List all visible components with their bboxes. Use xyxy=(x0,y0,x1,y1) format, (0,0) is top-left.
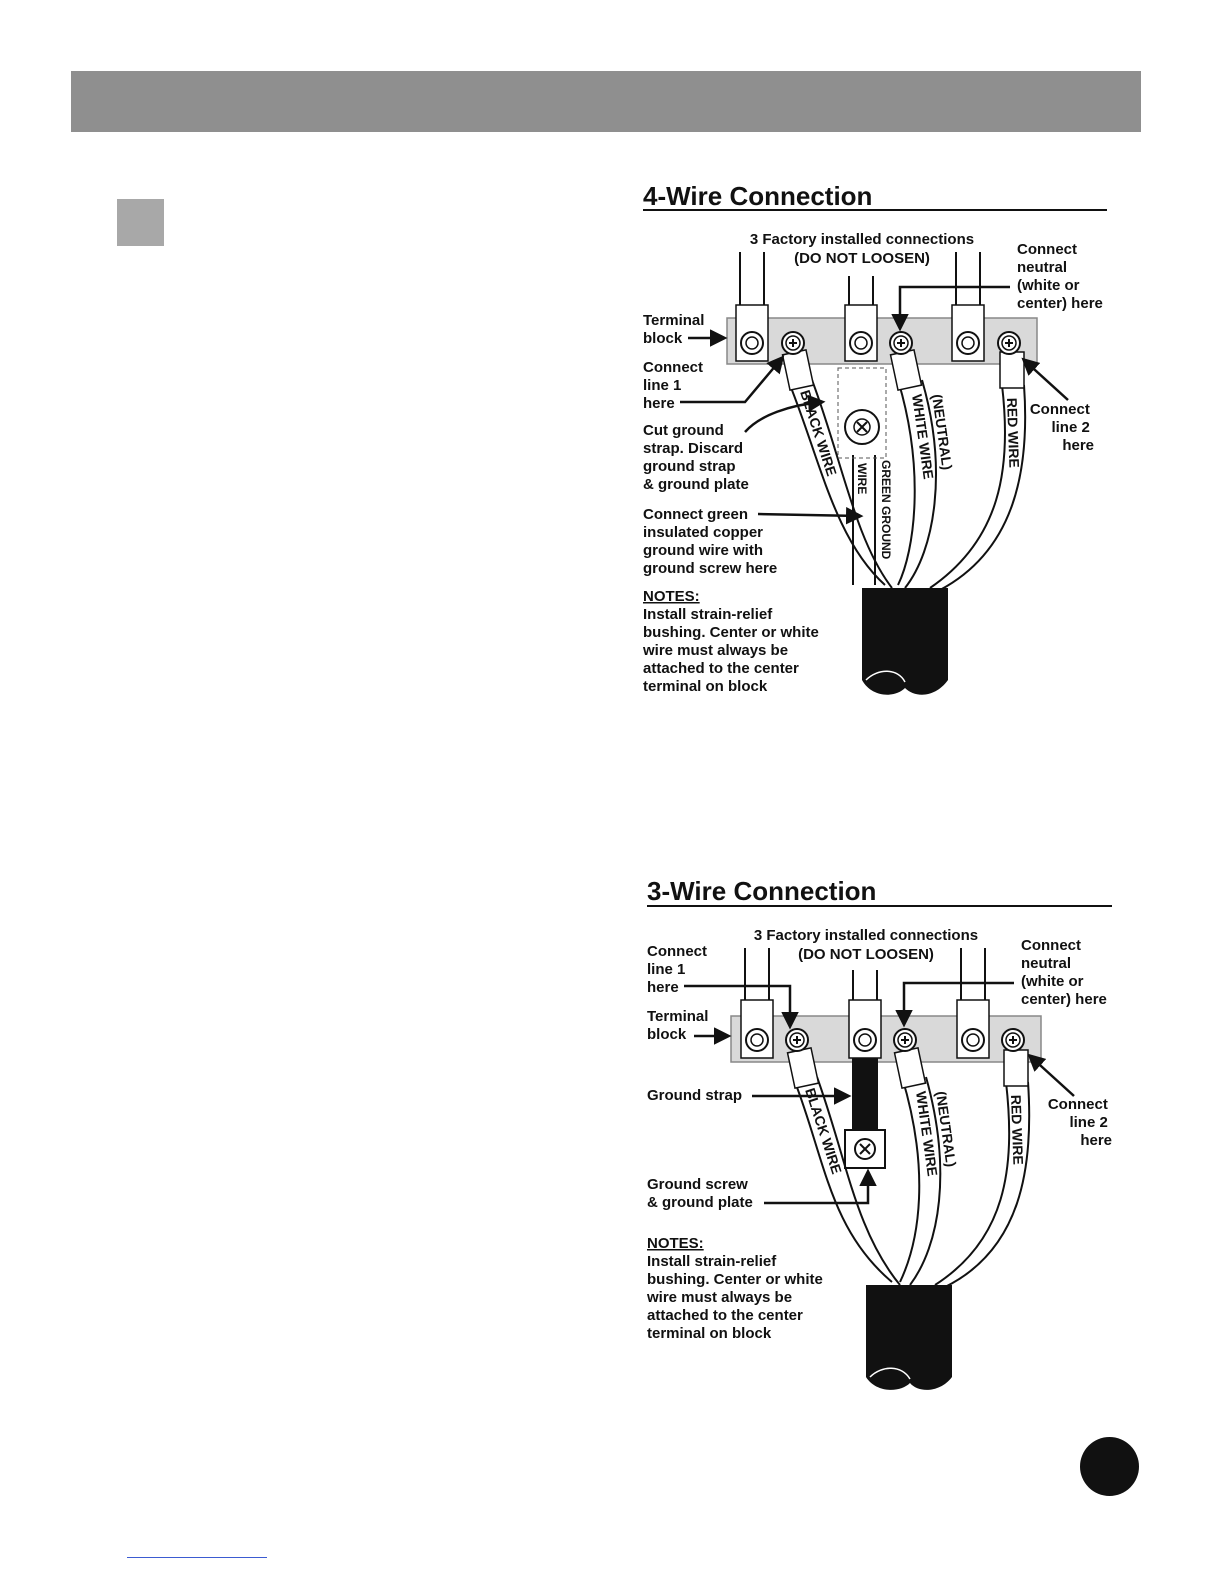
terminal-block-label-4: Terminal block xyxy=(643,312,709,347)
ground-screw-label-3: Ground screw & ground plate xyxy=(647,1176,753,1211)
terminal-screw xyxy=(961,1028,985,1052)
neutral-screw-3 xyxy=(893,1028,917,1052)
black-wire-label-3: BLACK WIRE xyxy=(802,1086,845,1176)
terminal-block-3 xyxy=(730,1015,1042,1063)
notes-title-3: NOTES: xyxy=(647,1235,704,1252)
connect-line1-label-3: Connect line 1 here xyxy=(647,943,711,996)
wires-3 xyxy=(794,1076,1031,1288)
terminal-block-4 xyxy=(726,317,1038,365)
cable-3 xyxy=(866,1285,952,1390)
connect-line1-label-4: Connect line 1 here xyxy=(643,359,707,412)
connect-green-label-4: Connect green insulated copper ground wi… xyxy=(643,506,777,577)
factory-label-3: 3 Factory installed connections xyxy=(754,927,978,944)
connect-neutral-label-4: Connect neutral (white or center) here xyxy=(1017,241,1103,312)
do-not-loosen-4: (DO NOT LOOSEN) xyxy=(794,250,930,267)
terminal-screw xyxy=(745,1028,769,1052)
line1-screw-3 xyxy=(785,1028,809,1052)
terminal-screw xyxy=(740,331,764,355)
terminal-screw xyxy=(956,331,980,355)
red-wire-label-3: RED WIRE xyxy=(1008,1095,1026,1166)
line2-screw-4 xyxy=(997,331,1021,355)
terminal-screw xyxy=(853,1028,877,1052)
wire-label-4: WIRE xyxy=(855,463,869,494)
neutral-screw-4 xyxy=(889,331,913,355)
ground-strap-outline xyxy=(837,367,887,459)
green-ground-label-4: GREEN GROUND xyxy=(879,460,893,560)
factory-wires-4 xyxy=(739,252,981,306)
notes-text-4: Install strain-relief bushing. Center or… xyxy=(642,606,823,695)
footer-link-underline xyxy=(127,1557,267,1558)
ground-strap-label-3: Ground strap xyxy=(647,1087,742,1104)
three-wire-diagram: 3-Wire Connection 3 Factory installed co… xyxy=(646,876,1112,1390)
cut-ground-label-4: Cut ground strap. Discard ground strap &… xyxy=(643,422,749,493)
line2-screw-3 xyxy=(1001,1028,1025,1052)
four-wire-diagram: 4-Wire Connection 3 Factory installed co… xyxy=(642,181,1107,695)
line1-screw-4 xyxy=(781,331,805,355)
connect-neutral-label-3: Connect neutral (white or center) here xyxy=(1021,937,1107,1008)
terminal-screw xyxy=(849,331,873,355)
notes-title-4: NOTES: xyxy=(643,588,700,605)
red-wire-label-4: RED WIRE xyxy=(1004,398,1022,469)
four-wire-title: 4-Wire Connection xyxy=(643,181,872,211)
header-bar xyxy=(71,71,1141,132)
factory-wires-3 xyxy=(744,948,986,1000)
terminal-block-label-3: Terminal block xyxy=(647,1008,713,1043)
do-not-loosen-3: (DO NOT LOOSEN) xyxy=(798,946,934,963)
page-number-badge xyxy=(1080,1437,1139,1496)
factory-label-4: 3 Factory installed connections xyxy=(750,231,974,248)
cable-4 xyxy=(862,588,948,695)
wires-4 xyxy=(789,379,1027,591)
notes-text-3: Install strain-relief bushing. Center or… xyxy=(646,1253,827,1342)
connect-line2-label-4: Connect line 2 here xyxy=(1030,401,1094,454)
connect-line2-label-3: Connect line 2 here xyxy=(1048,1096,1112,1149)
three-wire-title: 3-Wire Connection xyxy=(647,876,876,906)
step-marker xyxy=(117,199,164,246)
